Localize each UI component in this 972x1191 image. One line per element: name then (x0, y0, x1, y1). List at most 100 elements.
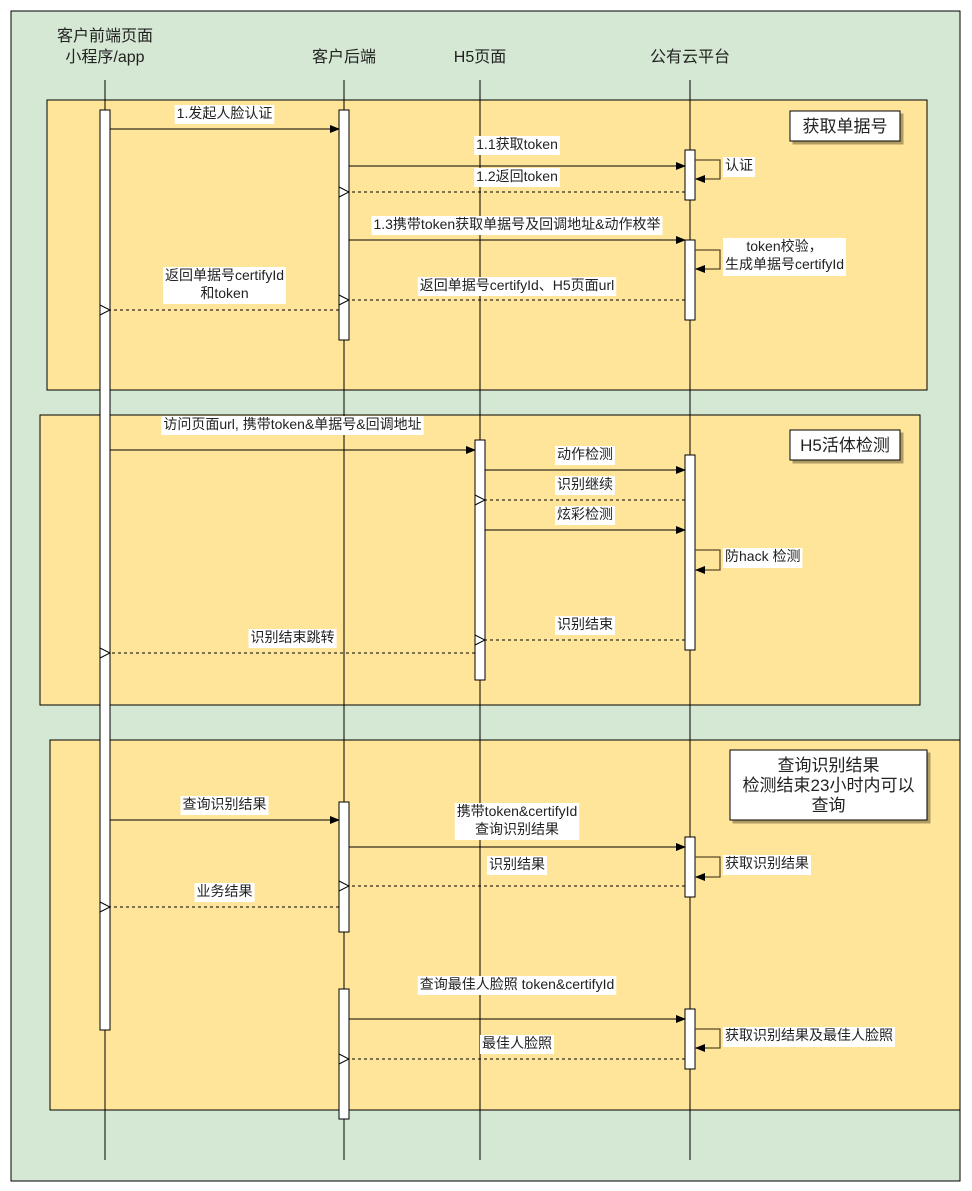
activation-bar-cloud (684, 454, 696, 651)
group-title-box (789, 110, 901, 142)
message-return: 识别结果 (349, 856, 685, 886)
message-return: 最佳人脸照 (349, 1035, 685, 1059)
group-title-box (789, 429, 901, 461)
message-label: 查询识别结果 (475, 821, 559, 837)
label-background (723, 855, 811, 875)
message-label: 识别继续 (557, 476, 613, 492)
label-background (480, 1035, 554, 1054)
message-label: 识别结果 (489, 856, 545, 872)
group-title: H5活体检测 (800, 436, 890, 455)
message-label: 识别结束跳转 (251, 629, 335, 645)
message-label: 动作检测 (557, 446, 613, 462)
message-sync: 动作检测 (485, 446, 686, 474)
message-label: 携带token&certifyId (457, 803, 578, 819)
activation-bar-h5 (474, 439, 486, 681)
message-sync: 查询最佳人脸照 token&certifyId (349, 976, 686, 1023)
label-background (487, 856, 547, 875)
message-sync: 炫彩检测 (485, 506, 686, 534)
message-label: 1.发起人脸认证 (177, 105, 273, 121)
participant-backend-label: 客户后端 (312, 48, 376, 66)
label-background (555, 446, 615, 465)
message-self: 获取识别结果及最佳人脸照 (695, 1027, 895, 1052)
message-sync: 访问页面url, 携带token&单据号&回调地址 (110, 416, 476, 454)
message-return: 返回单据号certifyId 和token (110, 267, 339, 310)
message-self: 获取识别结果 (695, 855, 811, 881)
label-background (723, 157, 755, 177)
message-self: token校验， 生成单据号certifyId (695, 238, 847, 276)
activation-bar-backend (338, 109, 350, 341)
label-background (162, 267, 287, 304)
message-label: 最佳人脸照 (482, 1035, 552, 1051)
group-title: 获取单据号 (803, 117, 888, 136)
participant-cloud-label: 公有云平台 (650, 48, 730, 66)
label-background (474, 136, 560, 155)
message-sync: 1.1获取token (349, 136, 686, 170)
message-label: 识别结束 (557, 616, 613, 632)
message-sync: 查询识别结果 (110, 796, 340, 824)
message-sync: 1.3携带token获取单据号及回调地址&动作枚举 (349, 216, 686, 244)
message-label: 防hack 检测 (725, 548, 800, 564)
label-background (723, 238, 847, 276)
label-background (180, 796, 269, 815)
message-label: 返回单据号certifyId、H5页面url (420, 277, 614, 293)
label-background (555, 616, 615, 635)
message-label: 1.1获取token (476, 136, 558, 152)
message-return: 业务结果 (110, 883, 339, 907)
label-background (555, 476, 615, 495)
message-label: 生成单据号certifyId (725, 256, 844, 272)
participant-h5-label: H5页面 (454, 49, 506, 66)
message-label: 1.3携带token获取单据号及回调地址&动作枚举 (373, 216, 660, 232)
message-return: 返回单据号certifyId、H5页面url (349, 277, 685, 300)
label-background (555, 506, 615, 525)
message-label: 炫彩检测 (557, 506, 613, 522)
label-background (417, 976, 617, 995)
message-label: 业务结果 (197, 883, 253, 899)
label-background (174, 105, 275, 124)
label-background (248, 629, 337, 648)
label-background (194, 883, 255, 902)
self-call-arrow (695, 1028, 721, 1052)
message-label: 查询最佳人脸照 token&certifyId (420, 976, 615, 992)
activation-bar-client (99, 109, 111, 1031)
activation-bar-cloud (684, 1008, 696, 1070)
activation-bar-cloud (684, 239, 696, 321)
message-return: 识别结束跳转 (110, 629, 475, 653)
message-label: 获取识别结果 (725, 855, 809, 871)
activation-bar-cloud (684, 149, 696, 201)
group-title: 查询识别结果 (778, 756, 880, 775)
participant-client-label: 小程序/app (65, 48, 144, 66)
self-call-arrow (695, 549, 721, 574)
label-background (723, 1027, 895, 1047)
activation-bar-cloud (684, 836, 696, 898)
message-label: 认证 (725, 157, 753, 173)
message-label: 查询识别结果 (183, 796, 267, 812)
self-call-arrow (695, 159, 721, 183)
group-title: 查询 (812, 796, 846, 815)
message-return: 识别继续 (485, 476, 685, 500)
group-title: 检测结束23小时内可以 (743, 776, 915, 795)
group-title-box (729, 749, 928, 821)
label-background (454, 803, 580, 840)
message-return: 1.2返回token (349, 168, 685, 192)
self-call-arrow (695, 249, 721, 273)
message-label: 返回单据号certifyId (165, 267, 284, 283)
participant-client-label: 客户前端页面 (57, 27, 153, 45)
message-sync: 1.发起人脸认证 (110, 105, 340, 133)
message-self: 认证 (695, 157, 755, 183)
activation-bar-backend (338, 988, 350, 1120)
label-background (474, 168, 560, 187)
label-background (417, 277, 617, 296)
label-background (723, 548, 803, 568)
message-label: 获取识别结果及最佳人脸照 (725, 1027, 893, 1043)
self-call-arrow (695, 856, 721, 881)
activation-bar-backend (338, 801, 350, 933)
message-label: token校验， (746, 238, 822, 254)
label-background (161, 416, 424, 435)
message-label: 和token (200, 285, 248, 301)
message-label: 访问页面url, 携带token&单据号&回调地址 (163, 416, 421, 432)
message-label: 1.2返回token (476, 168, 558, 184)
message-sync: 携带token&certifyId 查询识别结果 (349, 803, 686, 851)
message-return: 识别结束 (485, 616, 685, 640)
label-background (371, 216, 663, 235)
